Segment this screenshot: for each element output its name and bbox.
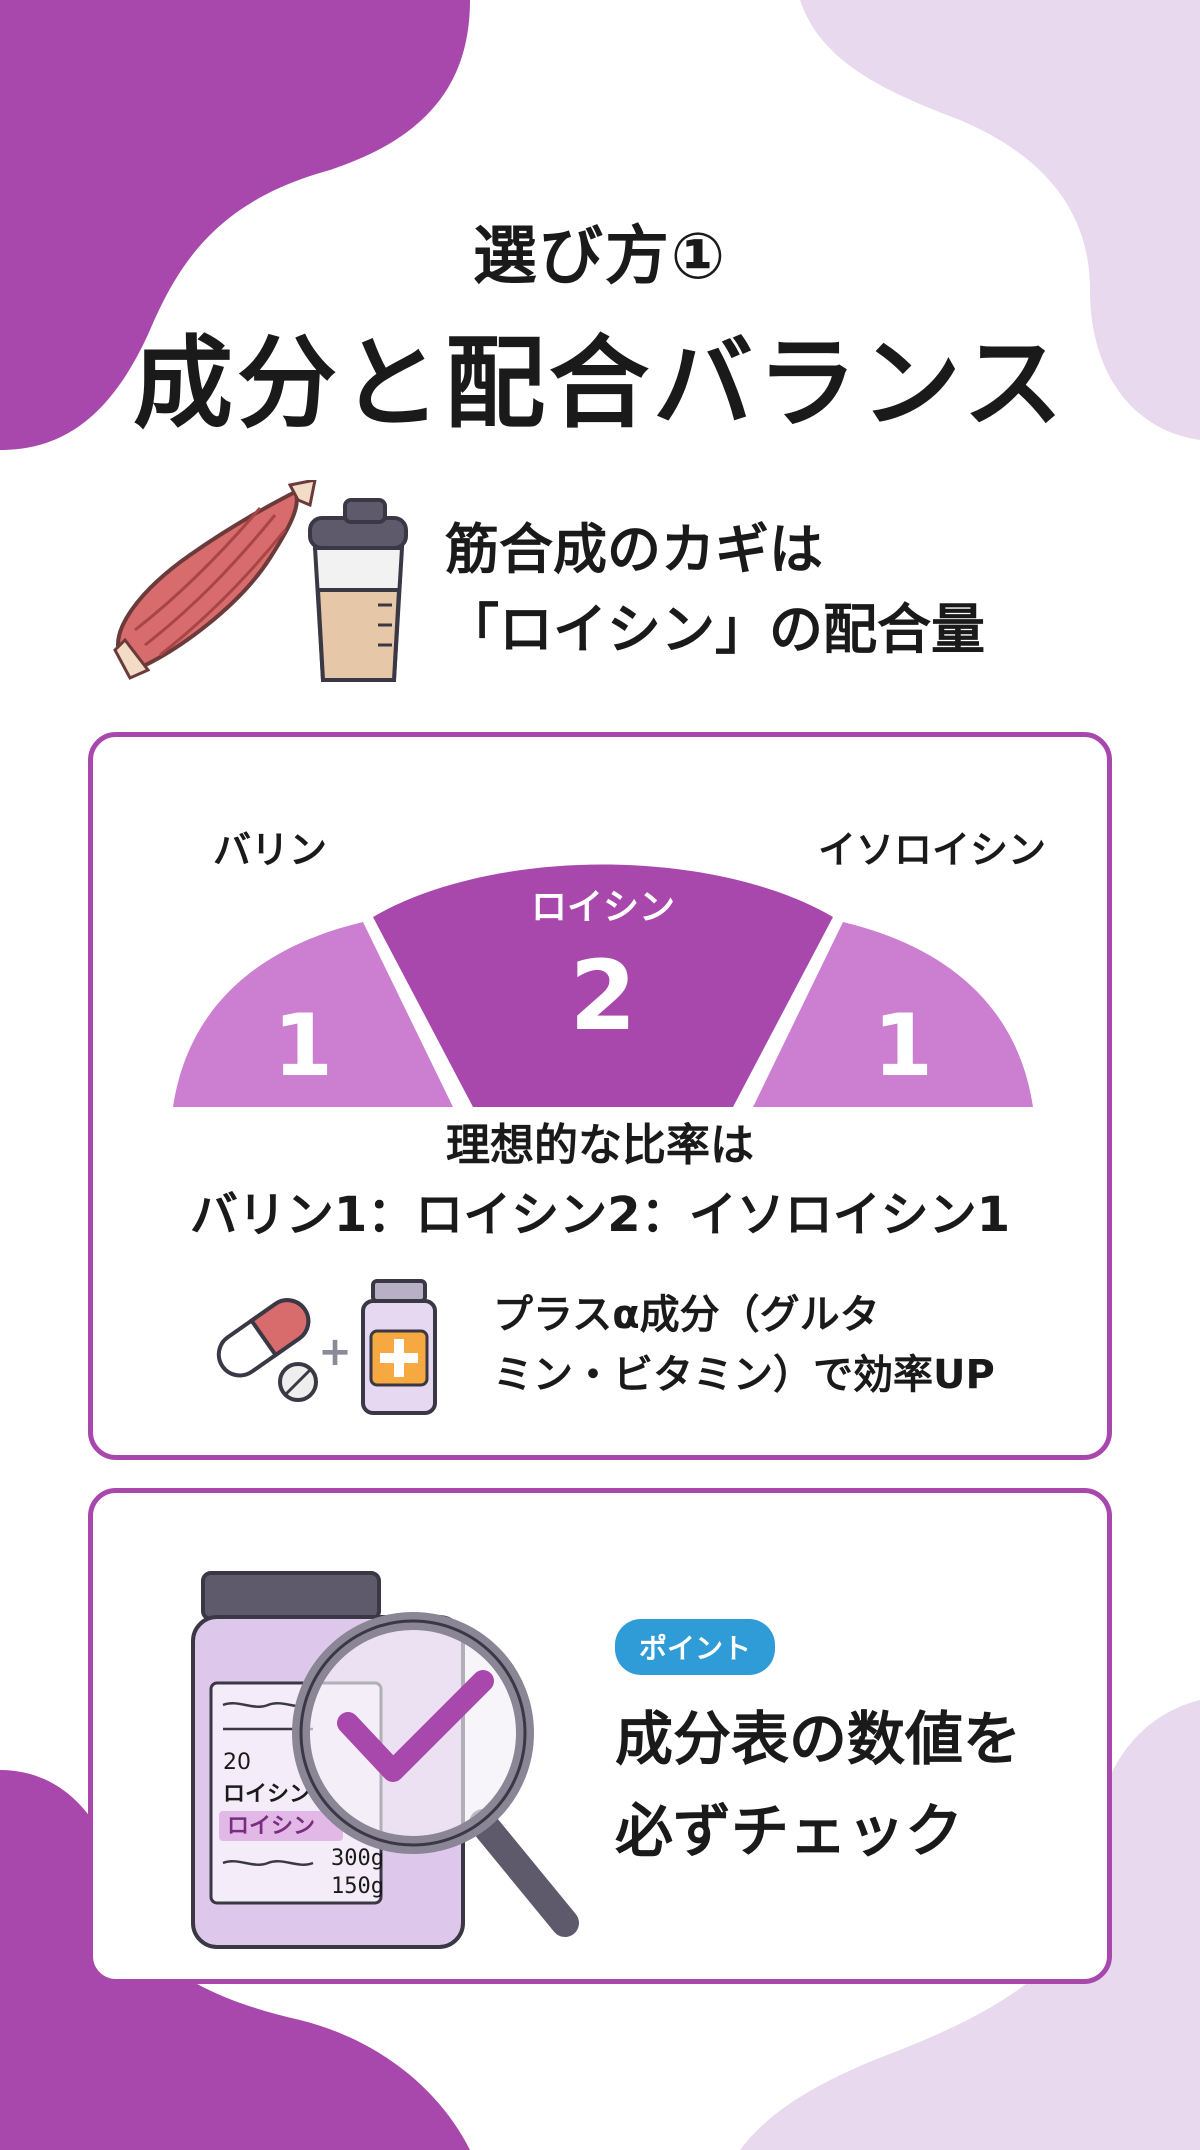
segment-valine-value: 1 xyxy=(273,996,333,1096)
bcaa-ratio-fan-chart: 1 ロイシン 2 1 xyxy=(173,864,1033,1107)
label-highlight: ロイシン xyxy=(227,1814,315,1839)
label-number: 20 xyxy=(223,1750,251,1775)
blob-bottom-right xyxy=(740,1700,1200,2150)
supplement-text: プラスα成分（グルタ ミン・ビタミン）で効率UP xyxy=(493,1285,1053,1405)
plus-icon: + xyxy=(318,1329,352,1375)
segment-leucine-label: ロイシン xyxy=(531,887,675,928)
hero-line-2: 「ロイシン」の配合量 xyxy=(445,598,985,661)
capsule-icon xyxy=(216,1298,318,1402)
segment-valine xyxy=(173,922,453,1107)
point-line-1: 成分表の数値を xyxy=(615,1705,1022,1773)
supplement-jar-magnifier-illustration: 20 ロイシン ロイシン 300g 150g xyxy=(191,1571,579,1949)
segment-isoleucine-label: イソロイシン xyxy=(818,828,1047,872)
page-title: 成分と配合バランス xyxy=(133,325,1067,442)
muscle-shaker-illustration xyxy=(113,480,408,682)
segment-leucine xyxy=(373,864,833,1107)
point-card: 20 ロイシン ロイシン 300g 150g ポイント 成分表の数値を 必ずチェ… xyxy=(88,1488,1112,1984)
supplement-line-1: プラスα成分（グルタ xyxy=(493,1292,880,1338)
segment-isoleucine xyxy=(753,922,1033,1107)
segment-isoleucine-value: 1 xyxy=(873,996,933,1096)
shaker-icon xyxy=(308,498,408,682)
point-text: 成分表の数値を 必ずチェック xyxy=(615,1693,1021,1877)
label-amount-2: 150g xyxy=(331,1874,384,1899)
supplement-illustration: + xyxy=(216,1279,437,1415)
magnifier-icon xyxy=(292,1612,579,1937)
medicine-bottle-icon xyxy=(361,1279,437,1415)
point-line-2: 必ずチェック xyxy=(615,1797,964,1865)
checkmark-icon xyxy=(337,1670,494,1782)
blob-top-right xyxy=(800,0,1200,440)
ratio-caption: 理想的な比率は xyxy=(446,1120,754,1171)
segment-valine-label: バリン xyxy=(213,828,328,872)
blob-top-left xyxy=(0,0,470,450)
hero-line-1: 筋合成のカギは xyxy=(445,518,823,581)
muscle-icon xyxy=(113,480,317,680)
point-badge: ポイント xyxy=(615,1619,776,1675)
label-nutrient-name: ロイシン xyxy=(223,1782,311,1807)
subtitle: 選び方① xyxy=(472,220,728,294)
ratio-text: バリン1：ロイシン2：イソロイシン1 xyxy=(189,1187,1011,1243)
segment-leucine-value: 2 xyxy=(570,940,637,1052)
ratio-card: 1 ロイシン 2 1 バリン イソロイシン 理想的な比率は バリン1：ロイシン2… xyxy=(88,732,1112,1460)
label-amount-1: 300g xyxy=(331,1846,384,1871)
hero-text: 筋合成のカギは 「ロイシン」の配合量 xyxy=(445,510,985,670)
blob-bottom-left xyxy=(0,1770,470,2150)
supplement-line-2: ミン・ビタミン）で効率UP xyxy=(493,1352,995,1398)
